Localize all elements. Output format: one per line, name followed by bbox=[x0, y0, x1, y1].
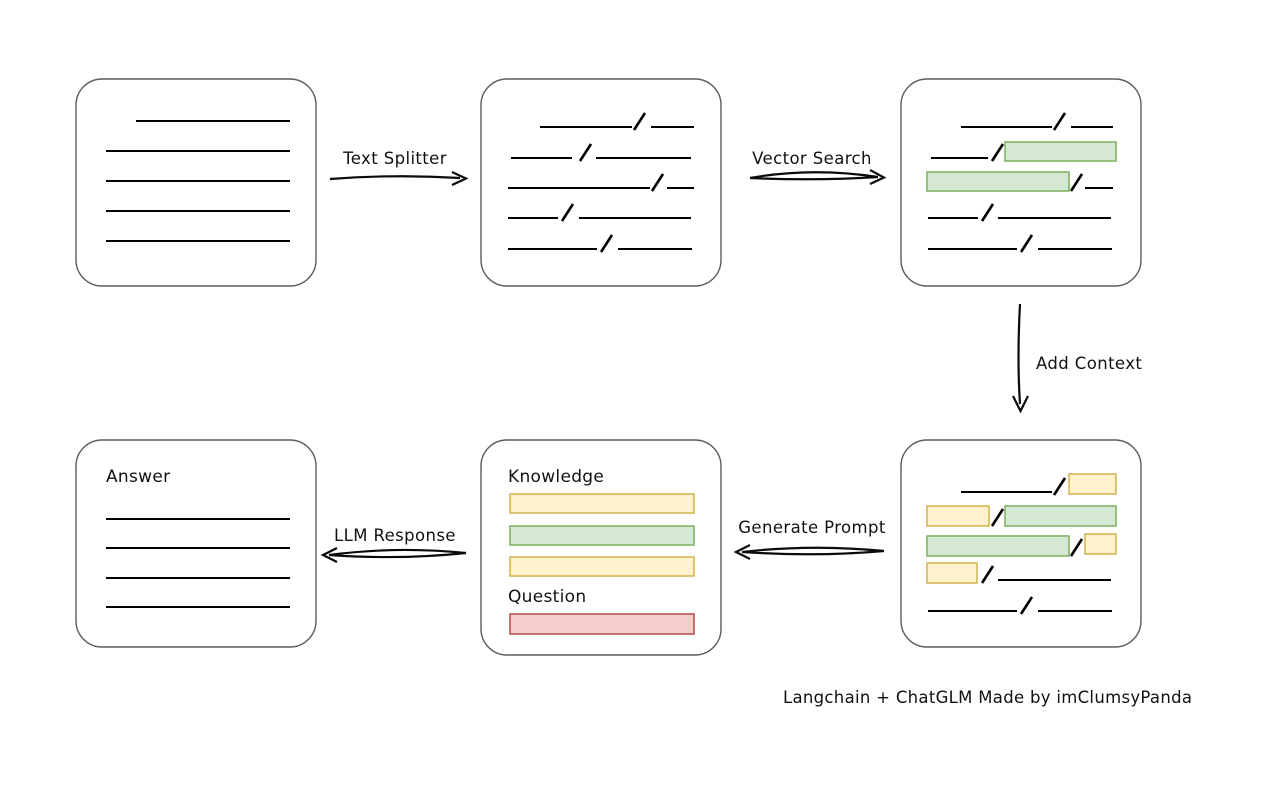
answer-frame bbox=[75, 439, 317, 648]
source-document-lines bbox=[106, 119, 290, 243]
split-document-frame bbox=[480, 78, 722, 287]
highlight-yellow-chunk bbox=[926, 562, 978, 584]
arrow-label-add-context: Add Context bbox=[1036, 354, 1142, 373]
knowledge-bar-green bbox=[509, 525, 695, 546]
knowledge-bar-yellow bbox=[509, 556, 695, 577]
split-document-lines bbox=[508, 112, 694, 253]
question-bars bbox=[509, 613, 695, 635]
highlight-yellow-chunk bbox=[1068, 473, 1117, 495]
arrow-vector-search[interactable]: Vector Search bbox=[749, 149, 887, 185]
highlight-yellow-chunk bbox=[926, 505, 990, 527]
split-document-box[interactable] bbox=[480, 78, 722, 287]
answer-lines bbox=[106, 517, 290, 609]
highlight-yellow-chunk bbox=[1084, 533, 1117, 555]
question-label: Question bbox=[508, 587, 586, 607]
arrow-label-vector-search: Vector Search bbox=[752, 149, 872, 168]
retrieved-document-box[interactable] bbox=[900, 78, 1142, 287]
answer-label: Answer bbox=[106, 467, 170, 487]
context-document-lines bbox=[926, 473, 1117, 615]
arrow-text-splitter[interactable]: Text Splitter bbox=[329, 149, 469, 186]
arrow-generate-prompt[interactable]: Generate Prompt bbox=[733, 518, 886, 560]
knowledge-bars bbox=[509, 493, 695, 577]
footer-credit: Langchain + ChatGLM Made by imClumsyPand… bbox=[783, 688, 1192, 707]
arrow-label-llm-response: LLM Response bbox=[334, 526, 456, 545]
source-document-box[interactable] bbox=[75, 78, 317, 287]
context-document-box[interactable] bbox=[900, 439, 1142, 648]
highlight-green-chunk bbox=[926, 171, 1070, 192]
knowledge-label: Knowledge bbox=[508, 467, 604, 487]
highlight-green-chunk bbox=[1004, 505, 1117, 527]
question-bar-red bbox=[509, 613, 695, 635]
source-document-frame bbox=[75, 78, 317, 287]
arrow-add-context[interactable]: Add Context bbox=[1012, 303, 1142, 414]
answer-box[interactable]: Answer bbox=[75, 439, 317, 648]
highlight-green-chunk bbox=[1004, 141, 1117, 162]
arrow-label-text-splitter: Text Splitter bbox=[342, 149, 447, 168]
highlight-green-chunk bbox=[926, 535, 1070, 557]
knowledge-bar-yellow bbox=[509, 493, 695, 514]
arrow-label-generate-prompt: Generate Prompt bbox=[738, 518, 886, 537]
prompt-box[interactable]: Knowledge Question bbox=[480, 439, 722, 656]
arrow-llm-response[interactable]: LLM Response bbox=[320, 526, 467, 563]
retrieved-document-lines bbox=[926, 112, 1117, 253]
